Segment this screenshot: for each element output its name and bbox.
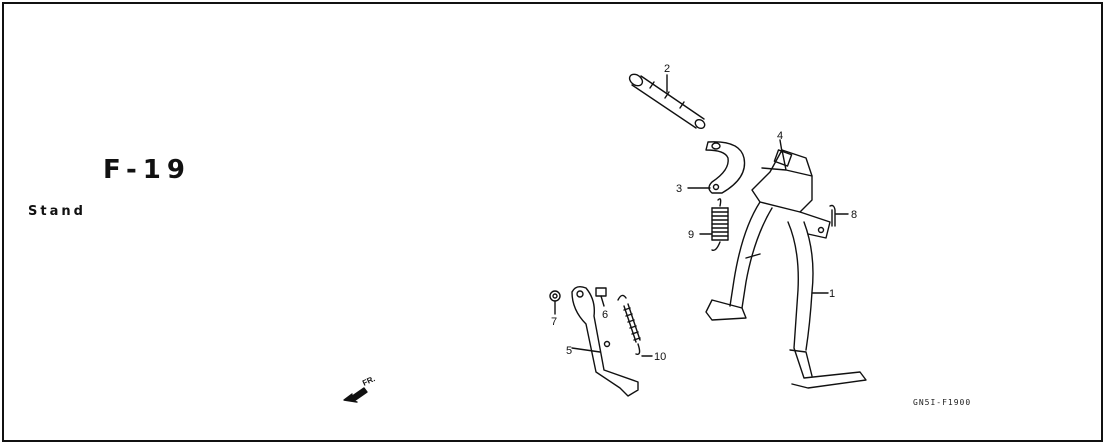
callout-5: 5 xyxy=(566,345,572,357)
main-stand-part xyxy=(705,201,867,389)
side-stand-part xyxy=(571,285,639,397)
callout-8: 8 xyxy=(851,209,857,221)
callout-7: 7 xyxy=(551,316,557,328)
cotter-pin-part xyxy=(829,204,849,227)
stand-bracket-part xyxy=(751,139,831,239)
callout-6: 6 xyxy=(602,309,608,321)
callout-9: 9 xyxy=(688,229,694,241)
direction-arrow-icon xyxy=(343,387,368,403)
main-stand-spring-part xyxy=(699,198,729,252)
callout-10: 10 xyxy=(654,351,666,363)
bolt-part xyxy=(595,287,607,307)
section-title: Stand xyxy=(28,204,86,219)
pivot-shaft-part xyxy=(628,73,706,130)
callout-1: 1 xyxy=(829,288,835,300)
callout-2: 2 xyxy=(664,63,670,75)
callout-3: 3 xyxy=(676,183,682,195)
side-stand-spring-part xyxy=(617,294,653,357)
drawing-reference: GN5I-F1900 xyxy=(913,398,972,407)
section-code: F-19 xyxy=(103,155,191,185)
callout-4: 4 xyxy=(777,130,783,142)
nut-part xyxy=(549,290,561,315)
stop-plate-part xyxy=(687,141,746,194)
direction-label: FR. xyxy=(361,374,376,388)
